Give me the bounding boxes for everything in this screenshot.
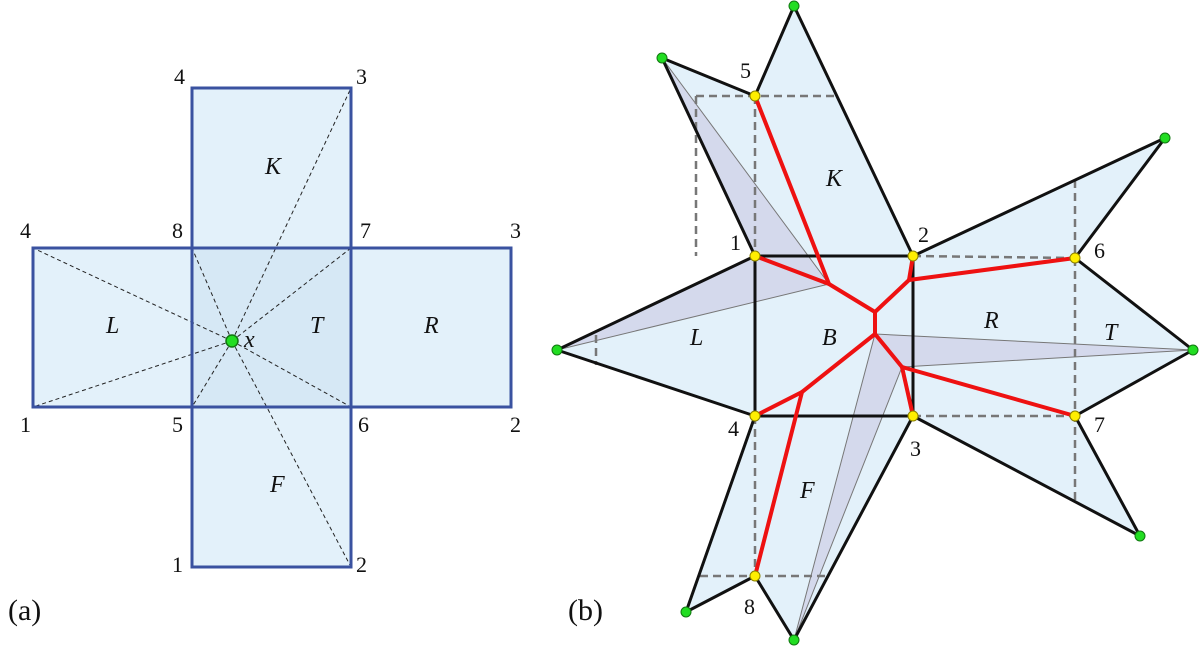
face-k — [192, 88, 351, 248]
label-a-k3: 3 — [356, 64, 367, 89]
caption-b: (b) — [568, 594, 603, 627]
shaded-triangles — [556, 57, 1194, 641]
label-b-4: 4 — [728, 416, 739, 441]
label-b-2: 2 — [918, 222, 929, 247]
dashed-edges — [594, 94, 1077, 578]
label-b-3: 3 — [910, 436, 921, 461]
caption-a: (a) — [8, 594, 41, 627]
face-r — [351, 248, 511, 407]
net-edges — [31, 86, 513, 569]
point-x — [225, 334, 239, 348]
label-a-l4: 4 — [20, 218, 31, 243]
label-a-c5: 5 — [172, 412, 183, 437]
geodesic-lines — [32, 87, 352, 568]
label-a-r2: 2 — [510, 412, 521, 437]
green-vertices — [551, 0, 1199, 646]
label-b-5: 5 — [740, 58, 751, 83]
face-t — [192, 248, 351, 407]
face-label-b-b: B — [822, 325, 837, 351]
panel-b: K L B R T F 5 1 2 6 4 3 7 8 (b) — [551, 0, 1199, 646]
face-label-t: T — [310, 313, 325, 339]
label-a-f1: 1 — [172, 552, 183, 577]
yellow-vertices — [749, 90, 1081, 582]
label-a-c6: 6 — [358, 412, 369, 437]
face-label-b-l: L — [689, 325, 703, 351]
label-b-8: 8 — [744, 594, 755, 619]
face-l — [33, 248, 192, 407]
face-f — [192, 407, 351, 567]
face-label-l: L — [105, 313, 119, 339]
face-label-f: F — [269, 472, 285, 498]
label-b-1: 1 — [730, 230, 741, 255]
cut-tree — [753, 94, 1077, 578]
base-face-b — [753, 254, 915, 418]
label-a-k4: 4 — [174, 64, 185, 89]
face-label-b-k: K — [825, 166, 844, 192]
point-x-label: x — [243, 327, 255, 353]
label-a-c8: 8 — [172, 218, 183, 243]
face-label-b-f: F — [799, 478, 815, 504]
label-a-f2: 2 — [356, 552, 367, 577]
label-b-7: 7 — [1094, 412, 1105, 437]
label-a-l1: 1 — [20, 412, 31, 437]
panel-a: x K L T R F 4 3 4 8 7 3 1 5 6 2 1 2 (a) — [8, 64, 521, 627]
face-label-r: R — [423, 313, 439, 339]
face-label-b-r: R — [983, 308, 999, 334]
face-label-k: K — [264, 154, 283, 180]
label-a-c7: 7 — [360, 218, 371, 243]
label-a-r3: 3 — [510, 218, 521, 243]
label-b-6: 6 — [1094, 238, 1105, 263]
face-label-b-t: T — [1104, 320, 1119, 346]
